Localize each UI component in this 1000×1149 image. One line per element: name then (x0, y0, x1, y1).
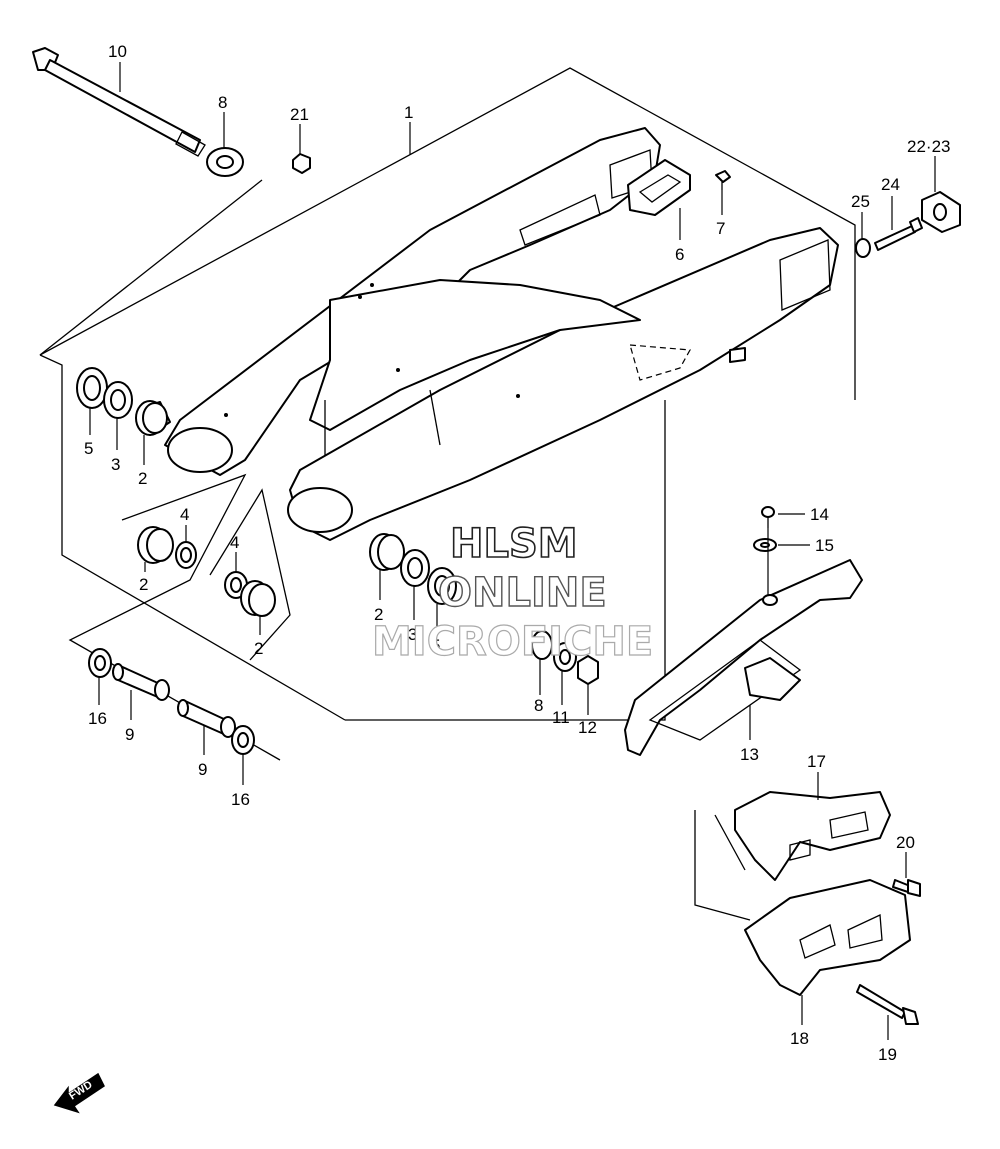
label-22-23: 22·23 (907, 137, 950, 156)
label-20: 20 (896, 833, 915, 852)
washer-15 (753, 538, 777, 552)
label-12: 12 (578, 718, 597, 737)
label-6: 6 (675, 245, 684, 264)
plate-6 (627, 159, 691, 216)
label-2-lower-left: 2 (139, 575, 148, 594)
label-11: 11 (552, 708, 570, 727)
label-8-top: 8 (218, 93, 227, 112)
washer-16-right (231, 725, 255, 755)
bearing-2-right (369, 533, 405, 571)
label-19: 19 (878, 1045, 897, 1064)
collar-4-lower-left (175, 541, 197, 569)
label-2-right: 2 (374, 605, 383, 624)
label-2-mid: 2 (254, 639, 263, 658)
label-16-right: 16 (231, 790, 250, 809)
bolt-24 (874, 217, 923, 251)
label-17: 17 (807, 752, 826, 771)
fwd-arrow-icon: FWD (53, 1072, 105, 1114)
screw-14 (761, 506, 775, 528)
screw-7 (715, 170, 731, 190)
label-21: 21 (290, 105, 309, 124)
label-15: 15 (815, 536, 834, 555)
washer-16-left (88, 648, 112, 678)
chain-guide-frame (694, 810, 751, 921)
label-24: 24 (881, 175, 900, 194)
bearing-2-left (135, 400, 171, 436)
label-25: 25 (851, 192, 870, 211)
spacer-9-right (177, 699, 236, 738)
spacer-9-left (112, 663, 170, 701)
label-18: 18 (790, 1029, 809, 1048)
label-10: 10 (108, 42, 127, 61)
swingarm-group-frame (39, 67, 856, 721)
swingarm (164, 127, 839, 541)
part-number-labels: 10 8 21 1 6 7 25 24 22·23 5 3 2 4 2 4 2 … (84, 42, 950, 1064)
chain-guide-17 (734, 791, 891, 881)
washer-11 (553, 642, 577, 672)
label-5-right: 5 (431, 636, 440, 655)
watermark-line2: ONLINE (438, 570, 607, 616)
label-16-left: 16 (88, 709, 107, 728)
label-13: 13 (740, 745, 759, 764)
label-5-left: 5 (84, 439, 93, 458)
bearing-3-left (103, 381, 133, 419)
bearing-2-mid (240, 580, 276, 617)
watermark: HLSM ONLINE MICROFICHE (371, 520, 653, 665)
label-4-mid: 4 (230, 533, 239, 552)
washer-8-right (531, 630, 553, 660)
seal-5-right (427, 567, 457, 605)
label-2-left: 2 (138, 469, 147, 488)
label-8-right: 8 (534, 696, 543, 715)
label-1: 1 (404, 103, 413, 122)
chain-slider-13 (624, 559, 863, 756)
washer-25 (855, 238, 871, 258)
adjuster-22-23 (921, 191, 961, 233)
label-14: 14 (810, 505, 829, 524)
watermark-line1: HLSM (450, 521, 578, 567)
pivot-bolt (32, 47, 206, 157)
label-9-left: 9 (125, 725, 134, 744)
label-4-left: 4 (180, 505, 189, 524)
bolt-group-frame (39, 179, 263, 356)
watermark-line3: MICROFICHE (372, 619, 653, 665)
nut-21 (292, 153, 311, 174)
label-9-right: 9 (198, 760, 207, 779)
seal-5-left (76, 367, 108, 409)
label-3-right: 3 (408, 625, 417, 644)
label-7: 7 (716, 219, 725, 238)
bearing-3-right (400, 549, 430, 587)
nut-12 (577, 655, 599, 685)
washer-8-top (206, 147, 244, 177)
bolt-20 (892, 879, 921, 897)
bearing-mid-frame (209, 488, 291, 661)
label-3-left: 3 (111, 455, 120, 474)
bolt-19 (856, 984, 919, 1025)
bearing-2-lower-left (137, 526, 174, 564)
leader-lines (89, 62, 936, 1040)
chain-guide-18 (744, 879, 911, 996)
